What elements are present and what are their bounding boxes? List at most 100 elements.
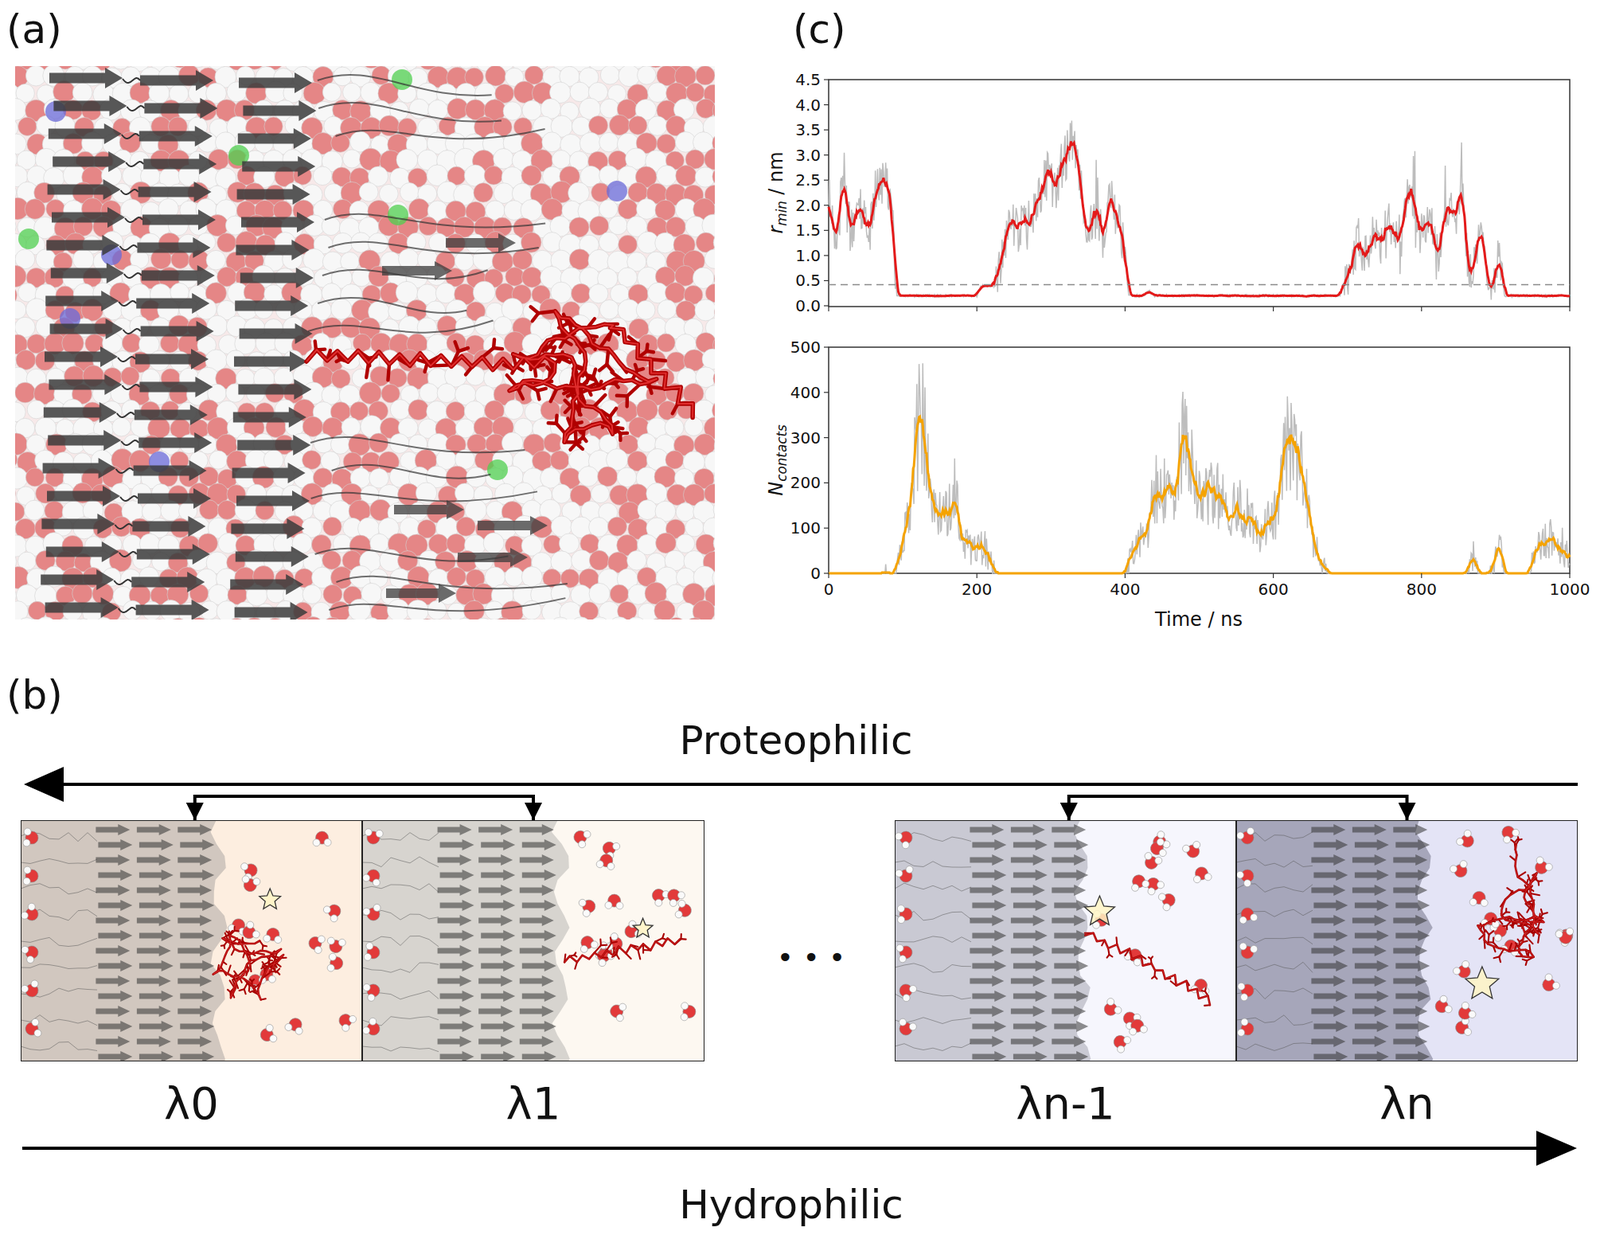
polymer-molecule <box>213 935 284 1000</box>
fibril-surface <box>362 819 570 1062</box>
water-molecule <box>23 866 32 874</box>
beta-strands <box>311 491 538 501</box>
beta-strand <box>437 823 473 836</box>
beta-strand <box>139 990 174 1002</box>
beta-strands <box>242 100 317 121</box>
beta-strands <box>51 206 125 228</box>
polymer-molecule <box>593 369 596 377</box>
beta-strand <box>519 854 555 866</box>
axis-ticks <box>823 179 829 181</box>
axis-ticks <box>1272 306 1274 312</box>
ion-sphere <box>18 228 40 250</box>
beta-strands <box>43 401 118 423</box>
beta-strands <box>114 523 133 529</box>
beta-strand <box>177 823 212 836</box>
beta-strand <box>522 960 557 972</box>
beta-strands <box>45 597 119 618</box>
ion-sphere <box>606 180 628 202</box>
beta-strands <box>232 462 306 484</box>
fibril-loop <box>362 1045 439 1052</box>
beta-strand <box>480 839 516 851</box>
polymer-molecule <box>579 437 584 441</box>
water-molecule <box>239 874 261 894</box>
beta-strands <box>382 261 453 281</box>
beta-strands <box>125 161 144 167</box>
polymer-molecule <box>554 415 559 424</box>
axis-ticks <box>823 230 829 231</box>
beta-strands <box>48 374 122 395</box>
water-molecule <box>313 944 323 954</box>
beta-strands <box>138 181 212 203</box>
beta-strand <box>437 854 473 866</box>
beta-strands <box>236 490 310 512</box>
beta-strand <box>136 884 172 896</box>
beta-strand <box>480 1020 516 1032</box>
polymer-molecule <box>277 971 281 975</box>
water-molecule <box>327 936 336 945</box>
beta-strand <box>97 869 133 881</box>
water-molecule <box>241 874 250 884</box>
axis-ticks <box>1272 573 1274 578</box>
beta-strand <box>478 854 513 866</box>
beta-strand <box>139 929 174 941</box>
polymer-molecule <box>537 390 539 400</box>
fibril-loop <box>20 883 98 894</box>
fibril-loop <box>362 856 439 867</box>
water-molecule <box>363 827 384 845</box>
polymer-molecule <box>575 429 577 444</box>
beta-strand <box>179 839 215 851</box>
beta-strand <box>136 1035 172 1047</box>
water-molecule <box>20 944 30 955</box>
water-molecule <box>327 963 336 972</box>
water-molecule <box>269 1034 278 1043</box>
beta-strands <box>53 95 127 117</box>
polymer-molecule <box>213 926 287 1000</box>
beta-strand <box>177 975 212 987</box>
beta-strands <box>117 356 136 362</box>
axis-ticks <box>823 304 829 306</box>
axis-ticks <box>827 573 829 578</box>
beta-strands <box>49 67 123 89</box>
beta-strands <box>136 292 210 314</box>
fibril-loop <box>362 936 439 947</box>
water-molecule <box>312 831 332 847</box>
beta-strands <box>42 457 117 479</box>
beta-strands <box>394 499 465 520</box>
beta-strand <box>179 1020 215 1032</box>
beta-strands <box>120 189 139 195</box>
beta-strand <box>437 1035 473 1047</box>
plot-frame <box>828 79 1570 307</box>
water-molecule <box>23 839 32 847</box>
beta-strands <box>123 328 141 334</box>
beta-strand <box>95 914 130 926</box>
water-molecule <box>335 1009 359 1034</box>
polymer-molecule <box>609 408 617 418</box>
water-molecule <box>323 838 332 846</box>
water-molecule <box>674 909 683 919</box>
beta-strand <box>437 975 473 987</box>
water-molecule <box>20 983 30 994</box>
beta-strand <box>139 960 174 972</box>
beta-strands <box>113 579 132 585</box>
axis-ticks <box>823 78 829 80</box>
beta-strands <box>318 102 502 122</box>
polymer-molecule <box>306 306 693 450</box>
beta-strands <box>46 485 121 507</box>
water-molecule <box>581 829 592 840</box>
polymer-molecule <box>482 347 494 358</box>
beta-strand <box>177 944 212 957</box>
beta-strands <box>135 348 209 370</box>
water-molecule <box>371 877 382 887</box>
water-molecule <box>294 1026 305 1036</box>
beta-strands <box>41 513 115 535</box>
beta-strand <box>179 899 215 911</box>
polymer-molecule <box>451 351 459 367</box>
water-molecule <box>23 827 32 836</box>
beta-strand <box>440 869 475 881</box>
beta-strands <box>457 547 528 567</box>
polymer-molecule <box>569 320 572 333</box>
fibril-surface <box>20 819 228 1062</box>
state-illustration <box>362 819 705 1062</box>
axis-ticks <box>823 204 829 206</box>
water-molecule <box>328 952 337 961</box>
